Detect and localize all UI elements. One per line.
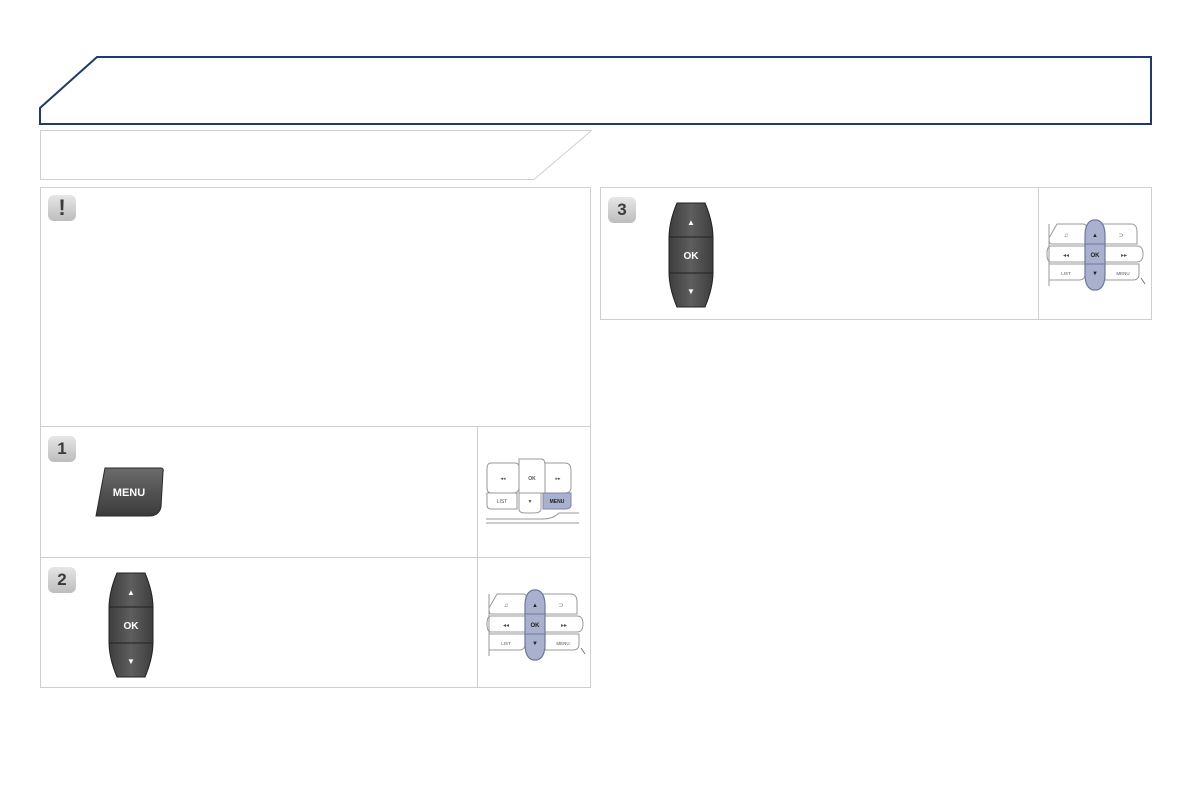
pad3-music-icon: ♫ <box>1064 233 1069 239</box>
ok-scroll-button-3[interactable]: ▲ OK ▼ <box>667 202 715 308</box>
pad2-down: ▼ <box>532 641 538 647</box>
pad2-forward: ▸▸ <box>561 623 567 629</box>
step-number-3: 3 <box>608 197 636 223</box>
step-3-divider <box>1038 188 1039 319</box>
pad1-forward: ▸▸ <box>555 476 561 482</box>
pad3-back-icon: ⊃ <box>1118 233 1123 239</box>
pad2-menu: MENU <box>556 641 569 646</box>
pad2-up: ▲ <box>532 603 538 609</box>
menu-button-label: MENU <box>113 487 145 499</box>
ok-scroll-button-2[interactable]: ▲ OK ▼ <box>107 572 155 678</box>
pad2-back-icon: ⊃ <box>558 603 563 609</box>
pad2-list: LIST <box>501 641 511 646</box>
pad1-ok: OK <box>528 476 536 482</box>
steering-control-pad-2: ♫ ▲ ⊃ ◂◂ OK ▸▸ LIST ▼ MENU <box>486 589 586 661</box>
pad3-ok: OK <box>1091 253 1101 259</box>
step-2-panel: 2 ▲ OK ▼ ♫ ▲ ⊃ ◂◂ O <box>40 557 591 688</box>
step-number-1: 1 <box>48 436 76 462</box>
step-1-divider <box>477 427 478 557</box>
pad3-forward: ▸▸ <box>1121 253 1127 259</box>
pad3-list: LIST <box>1061 271 1071 276</box>
warning-icon: ! <box>48 195 76 221</box>
pad2-music-icon: ♫ <box>504 603 509 609</box>
up-arrow-icon: ▲ <box>687 218 695 227</box>
pad2-pointer-mark <box>580 647 586 655</box>
header-banner <box>39 56 1152 125</box>
pad1-down: ▼ <box>528 499 533 505</box>
ok-label: OK <box>124 621 140 632</box>
warning-panel: ! <box>40 187 591 427</box>
menu-button[interactable]: MENU <box>95 467 165 517</box>
pad3-up: ▲ <box>1092 233 1098 239</box>
down-arrow-icon: ▼ <box>127 657 135 666</box>
pad2-rewind: ◂◂ <box>503 623 509 629</box>
step-number-2: 2 <box>48 567 76 593</box>
step-3-panel: 3 ▲ OK ▼ ♫ ▲ ⊃ ◂◂ O <box>600 187 1152 320</box>
up-arrow-icon: ▲ <box>127 588 135 597</box>
steering-control-pad-1: ◂◂ OK ▸▸ LIST ▼ MENU <box>486 458 579 524</box>
step-1-panel: 1 MENU ◂◂ OK ▸▸ LIST ▼ MENU <box>40 426 591 558</box>
pad1-menu: MENU <box>550 499 565 505</box>
section-title-tab <box>40 130 592 180</box>
pad2-ok: OK <box>531 623 541 629</box>
pad1-rewind: ◂◂ <box>500 476 506 482</box>
pad3-pointer-mark <box>1140 277 1146 285</box>
pad3-rewind: ◂◂ <box>1063 253 1069 259</box>
steering-control-pad-3: ♫ ▲ ⊃ ◂◂ OK ▸▸ LIST ▼ MENU <box>1046 219 1146 291</box>
ok-label: OK <box>684 251 700 262</box>
step-2-divider <box>477 558 478 687</box>
down-arrow-icon: ▼ <box>687 287 695 296</box>
pad3-menu: MENU <box>1116 271 1129 276</box>
pad1-list: LIST <box>497 499 508 505</box>
pad3-down: ▼ <box>1092 271 1098 277</box>
